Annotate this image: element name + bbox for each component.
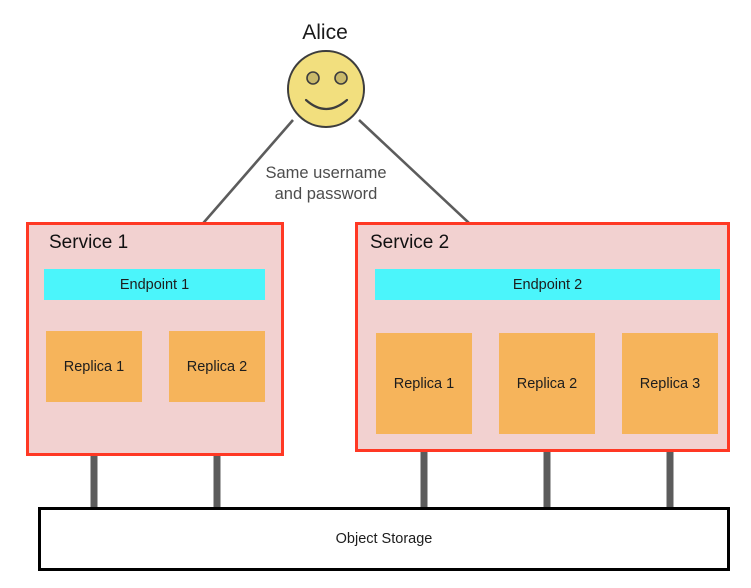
replica-s1-1[interactable]: Replica 1 bbox=[46, 331, 142, 402]
replica-s2-3[interactable]: Replica 3 bbox=[622, 333, 718, 434]
endpoint-2[interactable]: Endpoint 2 bbox=[375, 269, 720, 300]
edge-label-credentials: Same username and password bbox=[265, 164, 387, 203]
replica-s1-2[interactable]: Replica 2 bbox=[169, 331, 265, 402]
smiley-face-icon bbox=[287, 50, 365, 128]
service-title-1: Service 1 bbox=[49, 232, 129, 253]
replica-s2-2[interactable]: Replica 2 bbox=[499, 333, 595, 434]
actor-label-alice: Alice bbox=[302, 21, 348, 44]
endpoint-1[interactable]: Endpoint 1 bbox=[44, 269, 265, 300]
replica-s2-1[interactable]: Replica 1 bbox=[376, 333, 472, 434]
service-title-2: Service 2 bbox=[370, 232, 450, 253]
object-storage-box[interactable]: Object Storage bbox=[38, 507, 730, 571]
